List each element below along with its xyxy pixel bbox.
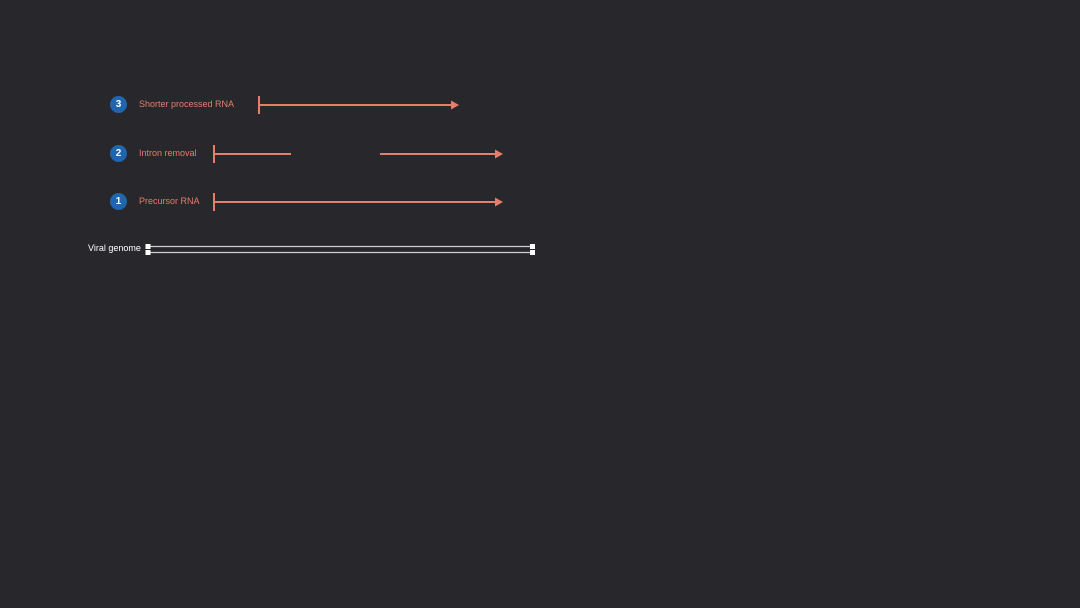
step-2-rna-exon-left	[213, 145, 291, 163]
genome-end-marker-right-bottom	[530, 250, 535, 255]
step-2-badge: 2	[110, 145, 127, 162]
viral-genome-label: Viral genome	[88, 243, 141, 253]
step-2-label: Intron removal	[139, 148, 197, 158]
step-3-rna-arrow	[258, 96, 459, 114]
genome-end-marker-left-bottom	[145, 250, 151, 255]
step-2-rna-exon-right-arrow	[380, 149, 503, 159]
step-3-badge: 3	[110, 96, 127, 113]
step-3-label: Shorter processed RNA	[139, 99, 235, 109]
step-1-badge: 1	[110, 193, 127, 210]
genome-end-marker-left-top	[145, 244, 151, 249]
step-1-label: Precursor RNA	[139, 196, 200, 206]
genome-end-marker-right-top	[530, 244, 535, 249]
step-1-rna-arrow	[213, 193, 503, 211]
viral-genome-strands	[145, 244, 535, 255]
